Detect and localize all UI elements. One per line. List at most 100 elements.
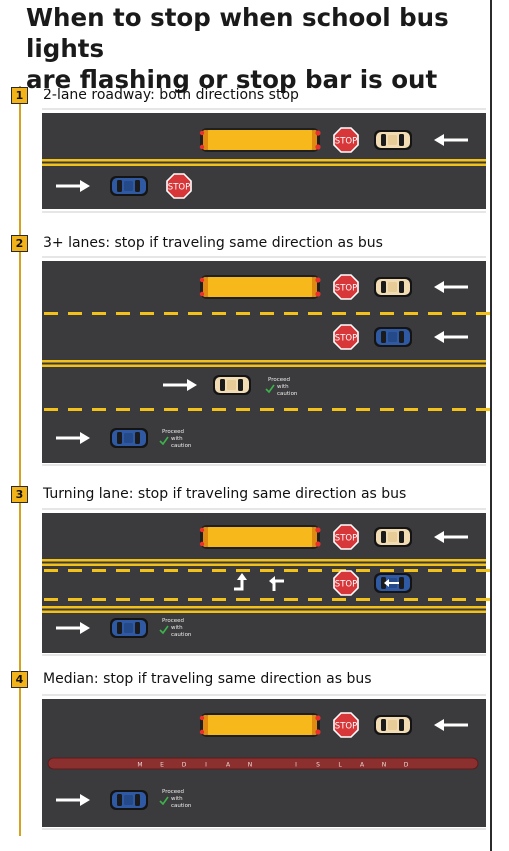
lane-dash xyxy=(356,569,370,572)
lane-dash xyxy=(92,569,106,572)
lane-dash xyxy=(476,312,490,315)
proceed-label: Proceed xyxy=(162,429,184,435)
lane-dash xyxy=(116,598,130,601)
lane-dash xyxy=(380,598,394,601)
center-line xyxy=(42,360,486,363)
lane-dash xyxy=(332,598,346,601)
lane-dash xyxy=(236,312,250,315)
lane-dash xyxy=(164,598,178,601)
proceed-label: caution xyxy=(171,632,192,638)
lane-dash xyxy=(308,408,322,411)
lane-dash xyxy=(428,598,442,601)
lane-dash xyxy=(284,569,298,572)
median-island-label: N xyxy=(248,762,253,769)
lane-dash xyxy=(188,598,202,601)
center-line xyxy=(42,559,486,562)
lane-dash xyxy=(284,408,298,411)
car-icon xyxy=(213,375,251,395)
proceed-label: with xyxy=(171,625,183,631)
direction-arrow-icon xyxy=(56,794,90,806)
proceed-label: caution xyxy=(277,391,298,397)
car-icon xyxy=(110,428,148,448)
title-line-1: When to stop when school bus lights xyxy=(26,3,449,63)
lane-dash xyxy=(188,312,202,315)
lane-dash xyxy=(44,408,58,411)
lane-dash xyxy=(164,312,178,315)
lane-dash xyxy=(188,569,202,572)
median-island-label: E xyxy=(160,762,164,769)
lane-dash xyxy=(428,408,442,411)
section-1-heading: 2-lane roadway: both directions stop xyxy=(43,87,299,103)
checkmark-icon xyxy=(159,796,169,806)
median-island-label: I xyxy=(295,762,297,769)
lane-dash xyxy=(68,569,82,572)
lane-dash xyxy=(68,598,82,601)
lane-dash xyxy=(308,569,322,572)
median-island-label: I xyxy=(205,762,207,769)
lane-dash xyxy=(452,312,466,315)
car-icon xyxy=(374,715,412,735)
lane-dash xyxy=(332,312,346,315)
lane-dash xyxy=(116,312,130,315)
lane-dash xyxy=(404,408,418,411)
lane-dash xyxy=(164,408,178,411)
lane-dash xyxy=(188,408,202,411)
section-3-number-badge: 3 xyxy=(11,486,28,503)
lane-dash xyxy=(476,569,490,572)
proceed-label: caution xyxy=(171,443,192,449)
proceed-label: with xyxy=(171,796,183,802)
section-2-number-badge: 2 xyxy=(11,235,28,252)
lane-dash xyxy=(140,598,154,601)
checkmark-icon xyxy=(159,436,169,446)
school-bus-icon xyxy=(199,713,321,737)
car-icon xyxy=(110,618,148,638)
school-bus-icon xyxy=(199,525,321,549)
direction-arrow-icon xyxy=(56,622,90,634)
lane-dash xyxy=(260,408,274,411)
lane-dash xyxy=(44,569,58,572)
section-3-heading: Turning lane: stop if traveling same dir… xyxy=(43,486,407,502)
lane-dash xyxy=(44,312,58,315)
lane-dash xyxy=(212,312,226,315)
lane-dash xyxy=(452,569,466,572)
lane-dash xyxy=(428,312,442,315)
lane-dash xyxy=(140,408,154,411)
center-line xyxy=(42,159,486,162)
lane-dash xyxy=(380,312,394,315)
lane-dash xyxy=(236,408,250,411)
lane-dash xyxy=(164,569,178,572)
lane-dash xyxy=(404,312,418,315)
direction-arrow-icon xyxy=(56,432,90,444)
direction-arrow-icon xyxy=(434,281,468,293)
road-edge-line xyxy=(42,508,486,510)
lane-dash xyxy=(428,569,442,572)
lane-dash xyxy=(356,598,370,601)
section-4-number-badge: 4 xyxy=(11,671,28,688)
lane-dash xyxy=(212,408,226,411)
direction-arrow-icon xyxy=(56,180,90,192)
median-island-label: S xyxy=(316,762,320,769)
lane-dash xyxy=(92,598,106,601)
direction-arrow-icon xyxy=(434,719,468,731)
lane-dash xyxy=(380,569,394,572)
school-bus-icon xyxy=(199,275,321,299)
lane-dash xyxy=(260,598,274,601)
road-edge-line xyxy=(42,211,486,213)
road-edge-line xyxy=(42,108,486,110)
lane-dash xyxy=(452,408,466,411)
road-edge-line xyxy=(42,654,486,656)
proceed-label: Proceed xyxy=(162,618,184,624)
lane-dash xyxy=(332,569,346,572)
median-island-label: N xyxy=(382,762,387,769)
lane-dash xyxy=(260,569,274,572)
lane-dash xyxy=(140,312,154,315)
direction-arrow-icon xyxy=(434,134,468,146)
road-edge-line xyxy=(42,828,486,830)
center-line xyxy=(42,563,486,566)
lane-dash xyxy=(356,312,370,315)
section-rail xyxy=(19,86,21,836)
proceed-label: Proceed xyxy=(268,377,290,383)
stop-sign-icon: STOP xyxy=(333,712,359,738)
